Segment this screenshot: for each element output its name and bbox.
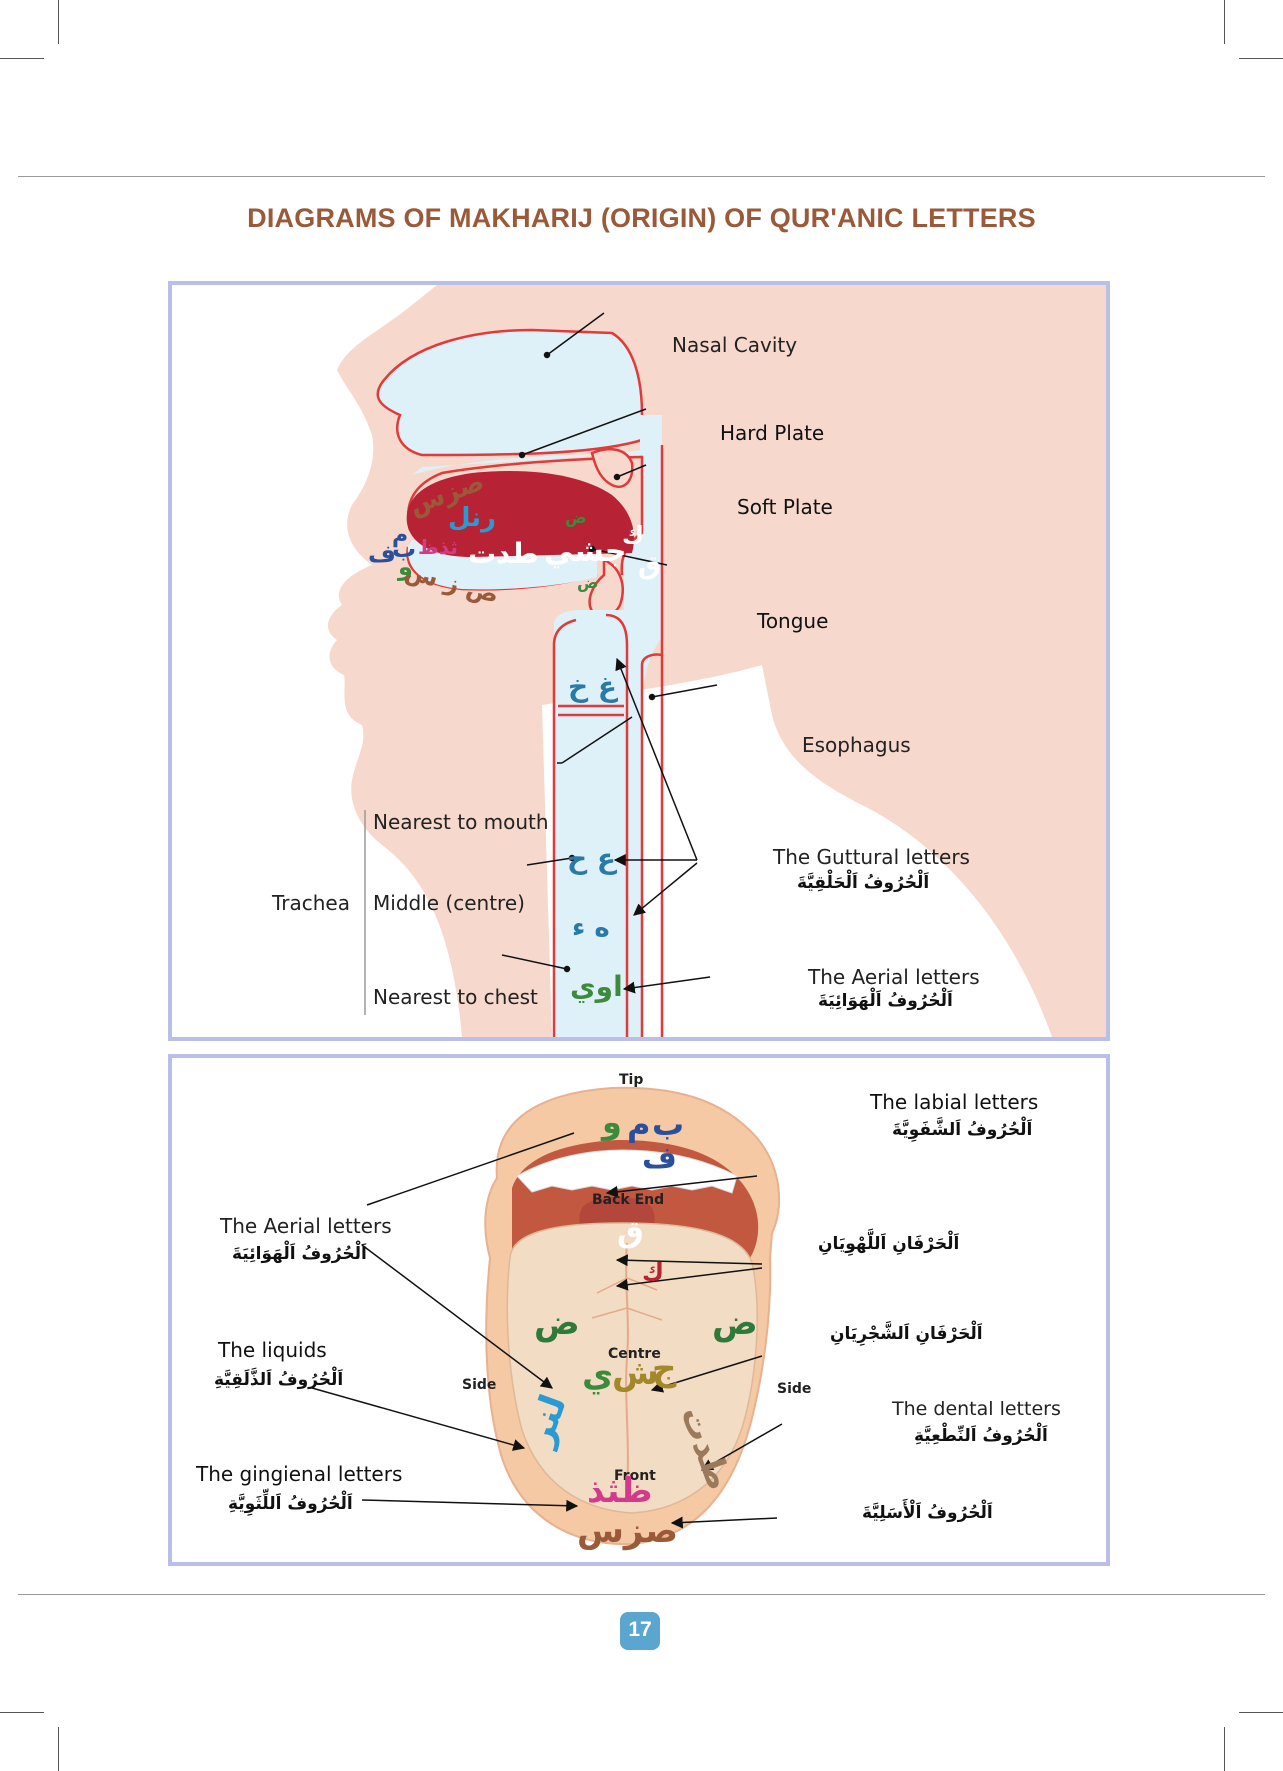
- footer-rule: [18, 1594, 1265, 1595]
- letter-fa: ف: [368, 540, 396, 568]
- letters-ghain-kha: غ خ: [568, 670, 618, 703]
- soft-palate: [590, 447, 634, 488]
- letter-mim: م: [392, 523, 409, 548]
- hard-plate-label: Hard Plate: [720, 421, 825, 445]
- crop-mark: [1224, 0, 1225, 44]
- front-label: Front: [614, 1468, 656, 1484]
- tip-label: Tip: [619, 1072, 644, 1088]
- crop-mark: [58, 1727, 59, 1771]
- header-rule: [18, 176, 1265, 177]
- letter-dad-right: ض: [712, 1303, 758, 1343]
- letter-qaf: ق: [638, 551, 662, 581]
- tongue-body: [506, 1222, 758, 1514]
- letter-dad-left: ض: [534, 1303, 580, 1343]
- labial-letters-arabic: اَلْحُرُوفُ اَلشَّفَوِيَّةَ: [892, 1120, 1033, 1140]
- letter-fa-bottom: ف: [642, 1141, 677, 1176]
- guttural-letters-label: The Guttural letters: [773, 845, 970, 869]
- tongue-diagram: Tip Back End Centre Side Side Front The …: [168, 1054, 1110, 1566]
- letter-dad-top: ض: [565, 508, 587, 527]
- page-title: DIAGRAMS OF MAKHARIJ (ORIGIN) OF QUR'ANI…: [247, 203, 1036, 233]
- letter-mim-bottom: م: [627, 1105, 651, 1143]
- crop-mark: [58, 0, 59, 44]
- letters-jim-shin-ya: جشي: [544, 534, 627, 569]
- aerial-letters-label: The Aerial letters: [808, 965, 980, 989]
- gingienal-letters-label: The gingienal letters: [196, 1462, 403, 1486]
- tongue-shape: [406, 471, 634, 557]
- lahawiyan-arabic: اَلْحَرْفَانِ اَللَّهْوِيَانِ: [818, 1234, 960, 1254]
- nasal-cavity-label: Nasal Cavity: [672, 333, 798, 357]
- gingienal-letters-arabic: اَلْحُرُوفُ اَللِّثَوِيَّةِ: [228, 1494, 353, 1514]
- letter-ba: ب: [392, 535, 417, 563]
- letters-ain-ha: ع ح: [567, 842, 617, 875]
- upper-teeth: [516, 1149, 738, 1194]
- aerial-letters-label-bottom: The Aerial letters: [220, 1214, 392, 1238]
- aerial-letters-arabic: اَلْحُرُوفُ اَلْهَوَائِيَةَ: [818, 991, 953, 1011]
- liquids-label: The liquids: [218, 1338, 327, 1362]
- trachea: [554, 610, 642, 1037]
- letter-shin-bottom: ش: [612, 1353, 659, 1393]
- letters-dha-tha-dhal: ظثذ: [587, 1471, 653, 1511]
- page-number: 17: [628, 1618, 652, 1641]
- guttural-letters-arabic: اَلْحُرُوفُ اَلْحَلْقِيَّةَ: [797, 873, 930, 893]
- tongue-label: Tongue: [757, 609, 829, 633]
- letter-kaf: ك: [622, 521, 644, 549]
- letter-qaf-bottom: ق: [617, 1215, 644, 1250]
- aerial-letters-arabic-bottom: اَلْحُرُوفُ اَلْهَوَائِيَةَ: [232, 1244, 367, 1264]
- nasal-cavity: [376, 328, 644, 457]
- letters-ha-hamza: ه ء: [572, 913, 610, 943]
- letters-sad-zay-sin: صزس: [577, 1511, 678, 1551]
- crop-mark: [0, 1712, 44, 1713]
- letter-jim-bottom: ج: [652, 1349, 677, 1389]
- liquids-arabic: اَلْحُرُوفُ اَلذَّلَقِيَّةِ: [214, 1370, 344, 1390]
- letter-ba-bottom: ب: [652, 1105, 685, 1143]
- side-right-label: Side: [777, 1381, 812, 1397]
- letters-ta-dal-ta: طدت: [468, 537, 539, 570]
- page-number-badge: [620, 1612, 660, 1650]
- sagittal-head-diagram: Nasal Cavity Hard Plate Soft Plate Tongu…: [168, 281, 1110, 1041]
- letters-tha-dha: ثذظ: [418, 535, 458, 559]
- crop-mark: [1239, 58, 1283, 59]
- shajriyan-arabic: اَلْحَرْفَانِ اَلشَّجْرِيَانِ: [830, 1324, 983, 1344]
- letters-alif-waw-ya: اوي: [570, 970, 623, 1003]
- letter-dad-bottom: ض: [577, 573, 599, 592]
- head-illustration: [327, 285, 1106, 1037]
- crop-mark: [1239, 1712, 1283, 1713]
- nearest-to-mouth-label: Nearest to mouth: [373, 810, 549, 834]
- dental-letters-arabic: اَلْحُرُوفُ اَلنِّطْعِيَّةِ: [914, 1426, 1048, 1446]
- letter-ya-bottom: ي: [582, 1355, 614, 1395]
- trachea-label: Trachea: [272, 891, 350, 915]
- crop-mark: [1224, 1727, 1225, 1771]
- side-left-label: Side: [462, 1377, 497, 1393]
- esophagus-label: Esophagus: [802, 733, 911, 757]
- dental-letters-label: The dental letters: [892, 1398, 1061, 1420]
- letters-ra-nun-lam: رنل: [448, 503, 496, 533]
- nearest-to-chest-label: Nearest to chest: [373, 985, 538, 1009]
- letter-kaf-bottom: ك: [642, 1258, 664, 1286]
- letter-waw: و: [398, 553, 413, 581]
- middle-centre-label: Middle (centre): [373, 891, 525, 915]
- centre-label: Centre: [608, 1346, 661, 1362]
- back-end-label: Back End: [592, 1192, 665, 1208]
- crop-mark: [0, 58, 44, 59]
- soft-plate-label: Soft Plate: [737, 495, 833, 519]
- letter-waw-bottom: و: [602, 1103, 622, 1141]
- asaliyah-arabic: اَلْحُرُوفُ اَلْأَسَلِيَّةَ: [862, 1503, 993, 1523]
- tongue-illustration: [311, 1086, 783, 1546]
- labial-letters-label: The labial letters: [870, 1090, 1039, 1114]
